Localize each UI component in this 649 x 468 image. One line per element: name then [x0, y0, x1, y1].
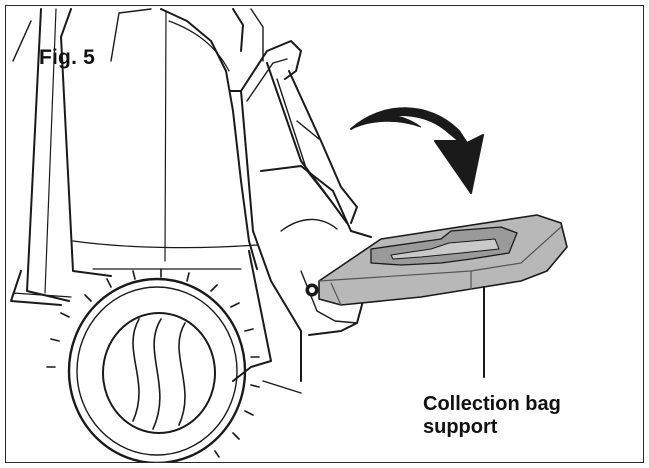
- callout-label: Collection bag support: [423, 393, 561, 438]
- figure-frame: Fig. 5 Collection bag support: [5, 5, 644, 463]
- grass-box-body: [10, 8, 72, 306]
- figure-label: Fig. 5: [39, 46, 96, 69]
- pivot-bolt-icon: [305, 283, 319, 297]
- lawn-mower-illustration: [10, 8, 568, 462]
- mower-deck: [60, 8, 302, 394]
- rotation-arrow-icon: [350, 107, 484, 194]
- wheel-icon: [46, 268, 260, 462]
- collection-bag-support: [318, 214, 568, 306]
- handle-frame: [230, 40, 372, 382]
